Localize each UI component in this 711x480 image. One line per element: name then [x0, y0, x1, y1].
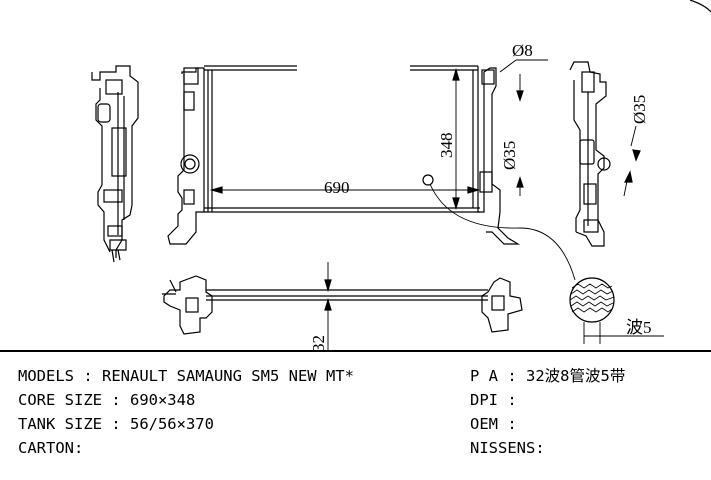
divider-line: [0, 350, 711, 352]
top-view: [162, 262, 523, 350]
dpi-line: DPI :: [470, 391, 517, 409]
small-pipe-diameter-label: Ø8: [512, 41, 533, 60]
fin-detail: [569, 277, 664, 344]
corner-arc: [689, 0, 711, 13]
side-pipe-diameter-label: Ø35: [630, 95, 649, 124]
front-view: [167, 59, 576, 281]
core-thickness-label: 32: [309, 335, 328, 350]
fin-pitch-label: 波5: [626, 318, 652, 337]
width-dimension-label: 690: [324, 178, 350, 197]
left-side-view: [91, 65, 139, 263]
core-size-line: CORE SIZE : 690×348: [18, 391, 196, 409]
oem-line: OEM :: [470, 415, 517, 433]
front-pipe-diameter-label: Ø35: [500, 141, 519, 170]
specs-left-column: MODELS : RENAULT SAMAUNG SM5 NEW MT* COR…: [18, 364, 354, 460]
models-line: MODELS : RENAULT SAMAUNG SM5 NEW MT*: [18, 367, 354, 385]
height-dimension-label: 348: [437, 133, 456, 159]
tank-size-line: TANK SIZE : 56/56×370: [18, 415, 214, 433]
specs-right-column: P A : 32波8管波5带 DPI : OEM : NISSENS:: [470, 364, 625, 460]
carton-line: CARTON:: [18, 439, 84, 457]
right-side-view: [569, 61, 641, 247]
pa-line: P A : 32波8管波5带: [470, 367, 626, 385]
nissens-line: NISSENS:: [470, 439, 545, 457]
radiator-technical-drawing: 690 348 Ø8 Ø35 Ø35 32 波5: [91, 0, 711, 350]
